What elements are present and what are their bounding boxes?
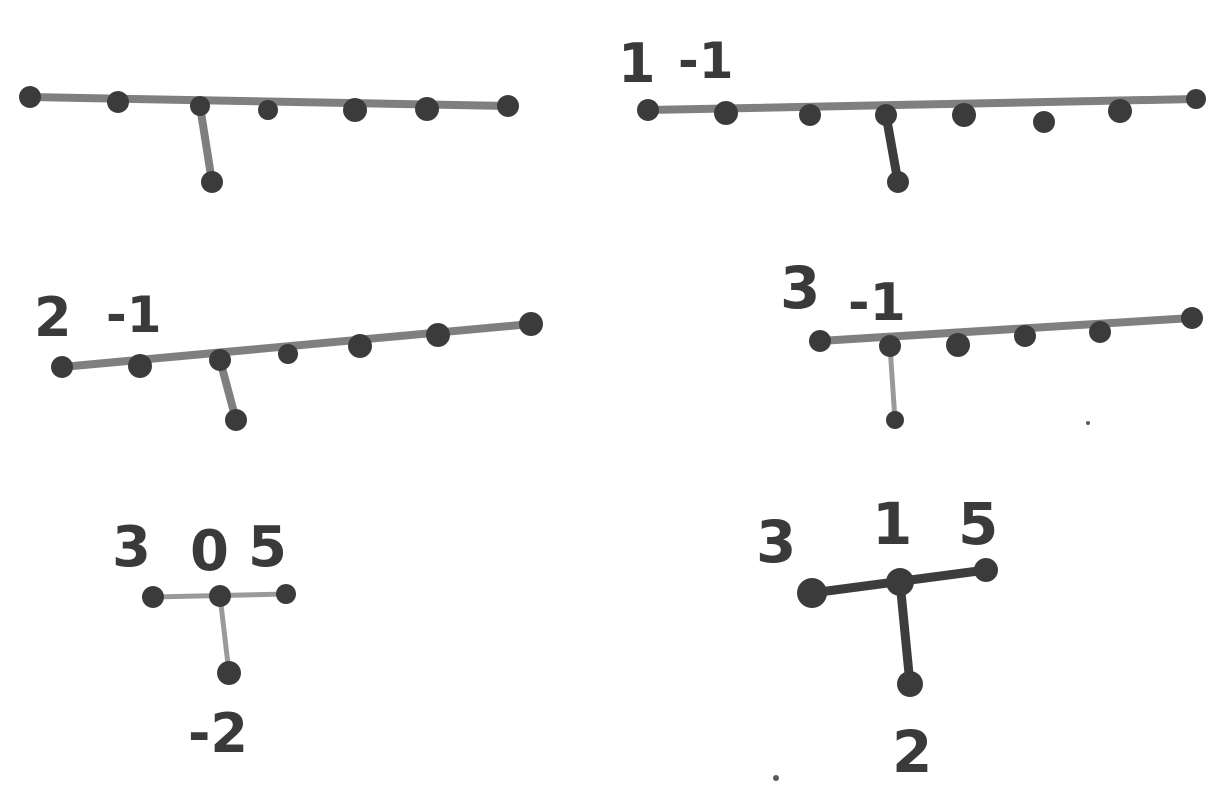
graph-node xyxy=(897,671,923,697)
graph-node xyxy=(142,586,164,608)
graph-diagram-6: 3 1 5 2 xyxy=(756,490,998,786)
graph-node xyxy=(1014,325,1036,347)
graph-node xyxy=(809,330,831,352)
graph-node xyxy=(348,334,372,358)
graph-node xyxy=(415,97,439,121)
graph-node xyxy=(51,356,73,378)
graph-node xyxy=(886,411,904,429)
graph-node xyxy=(190,96,210,116)
graph-node xyxy=(497,95,519,117)
graph-node xyxy=(128,354,152,378)
node-label: 0 xyxy=(190,519,229,584)
stray-mark xyxy=(773,775,779,781)
graph-edge xyxy=(881,110,903,187)
graph-node xyxy=(714,101,738,125)
graph-node xyxy=(875,104,897,126)
graph-node xyxy=(258,100,278,120)
graph-node xyxy=(974,558,998,582)
graph-diagram-4: 3 -1 xyxy=(780,254,1203,429)
graph-diagram-1 xyxy=(19,86,519,193)
graph-edge xyxy=(644,95,1200,114)
node-label: 3 xyxy=(756,508,796,576)
node-label: 1 xyxy=(618,32,656,95)
graph-diagram-2: 1 -1 xyxy=(618,32,1206,193)
graph-node xyxy=(637,99,659,121)
graph-node xyxy=(946,333,970,357)
graph-diagram-3: 2 -1 xyxy=(34,286,543,431)
node-label: 3 xyxy=(112,515,151,580)
node-label: 5 xyxy=(958,490,998,558)
graph-node xyxy=(107,91,129,113)
graph-node xyxy=(879,335,901,357)
graph-node xyxy=(886,568,914,596)
graph-node xyxy=(225,409,247,431)
stray-mark xyxy=(1086,421,1090,425)
graph-node xyxy=(426,323,450,347)
graph-node xyxy=(276,584,296,604)
graph-edge xyxy=(895,577,915,689)
graph-node xyxy=(797,578,827,608)
graph-node xyxy=(952,103,976,127)
graph-node xyxy=(1108,99,1132,123)
node-label: -1 xyxy=(106,286,162,344)
node-label: 3 xyxy=(780,254,820,322)
graph-edge xyxy=(196,102,216,186)
graph-node xyxy=(1186,89,1206,109)
graph-node xyxy=(209,585,231,607)
graph-node xyxy=(799,104,821,126)
graph-node xyxy=(201,171,223,193)
graph-node xyxy=(19,86,41,108)
node-label: -2 xyxy=(188,702,248,765)
graph-node xyxy=(343,98,367,122)
node-label: 5 xyxy=(248,515,287,580)
node-label: -1 xyxy=(848,273,906,333)
graph-node xyxy=(209,349,231,371)
graph-node xyxy=(1181,307,1203,329)
graph-node xyxy=(519,312,543,336)
graph-edge xyxy=(217,593,232,676)
node-label: 2 xyxy=(34,286,72,349)
node-label: 1 xyxy=(872,490,912,558)
graph-node xyxy=(1033,111,1055,133)
node-label: 2 xyxy=(892,718,932,786)
node-label: -1 xyxy=(678,32,734,90)
graph-edge xyxy=(816,314,1196,345)
graph-edge xyxy=(887,343,898,423)
graph-diagram-5: 3 0 5 -2 xyxy=(112,515,296,765)
graph-node xyxy=(1089,321,1111,343)
graph-node xyxy=(217,661,241,685)
graph-node xyxy=(887,171,909,193)
graph-node xyxy=(278,344,298,364)
